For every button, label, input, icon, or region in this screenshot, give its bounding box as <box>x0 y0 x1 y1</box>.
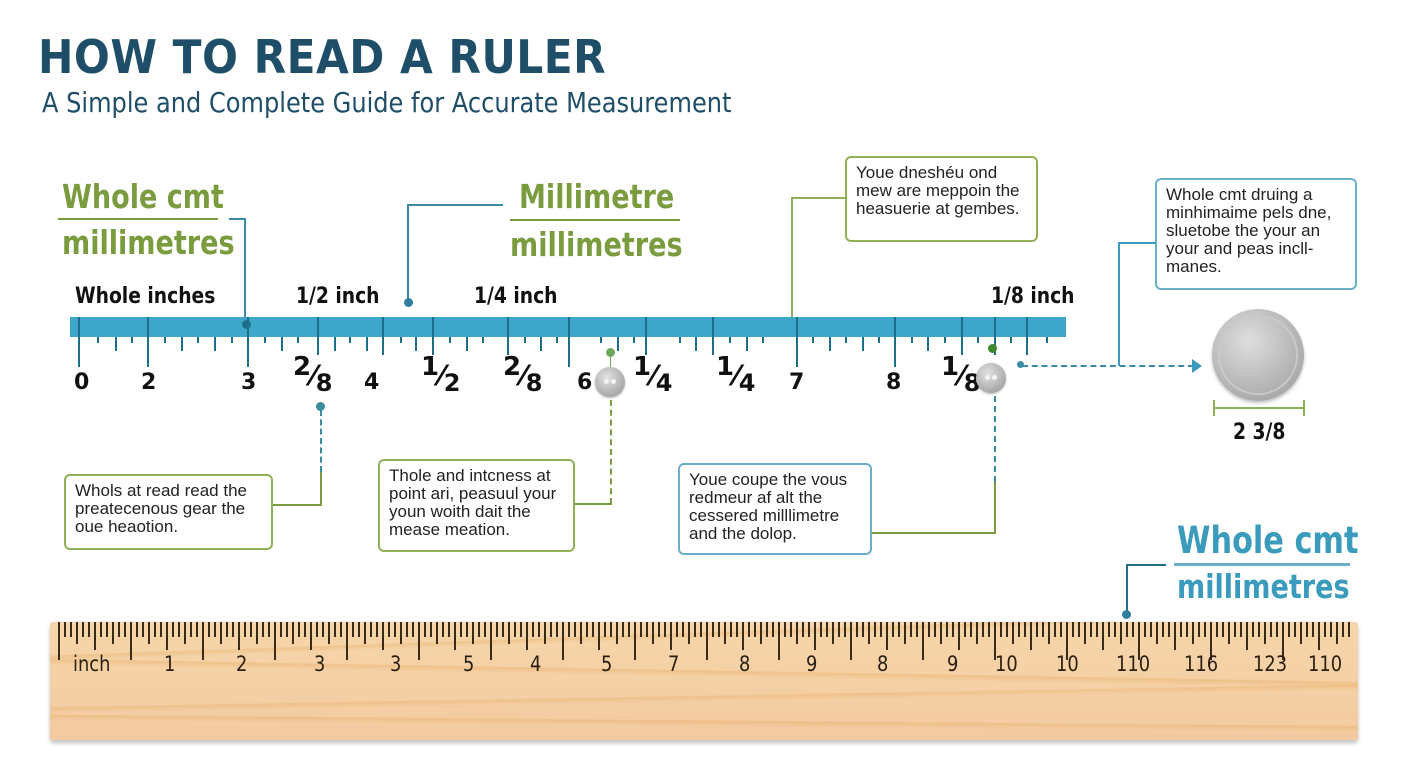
wooden-ruler-number: 123 <box>1253 652 1288 676</box>
connector-left-vertical <box>244 218 246 326</box>
connector-right-dot <box>1122 610 1131 619</box>
note-bottom-center: Thole and intcness at point ari, peasuul… <box>378 459 575 552</box>
connector-solid <box>320 472 322 505</box>
fraction-2-8-b: 2⁄8 <box>503 352 543 397</box>
connector-note-top-center-vertical <box>791 197 793 323</box>
note-top-right: Whole cmt druing a minhimaime pels dne, … <box>1155 178 1357 290</box>
wooden-ruler-number: 7 <box>668 652 680 676</box>
connector-dot <box>316 402 325 411</box>
connector-center <box>407 204 503 206</box>
wooden-ruler-number: 9 <box>947 652 959 676</box>
coin-measure-end-left <box>1213 400 1215 416</box>
button-icon <box>595 367 625 397</box>
button-marker-line <box>610 355 611 367</box>
connector-note-top-right-vertical <box>1118 242 1120 366</box>
coin-measurement: 2 3/8 <box>1233 420 1286 445</box>
heading-left-divider <box>58 218 218 220</box>
fraction-1-4-a: 1⁄4 <box>633 352 673 397</box>
heading-right-top: Whole cmt <box>1177 519 1359 562</box>
arrowhead-icon <box>1192 359 1202 373</box>
ruler-number-2: 2 <box>141 370 157 395</box>
wooden-ruler-number: 9 <box>806 652 818 676</box>
coin-measure-line <box>1213 407 1305 409</box>
ruler-number-3: 3 <box>241 370 257 395</box>
connector-dashed <box>610 400 612 504</box>
wooden-ruler-unit: inch <box>73 652 111 676</box>
wooden-ruler-number: 116 <box>1184 652 1219 676</box>
heading-center-bottom: millimetres <box>510 225 683 264</box>
connector-horizontal <box>575 503 612 505</box>
note-bottom-right: Youe coupe the vous redmeur af alt the c… <box>678 463 872 555</box>
heading-left-bottom: millimetres <box>62 223 235 262</box>
connector-solid <box>994 482 996 533</box>
top-ruler-ticks <box>70 317 1066 377</box>
label-eighth-inch: 1/8 inch <box>991 284 1075 309</box>
arrow-start-dot <box>1017 361 1024 368</box>
ruler-number-8: 8 <box>886 370 902 395</box>
fraction-1-8: 1⁄8 <box>941 352 981 397</box>
button-marker-dot <box>606 348 615 357</box>
label-half-inch: 1/2 inch <box>296 284 380 309</box>
wooden-ruler-number: 2 <box>236 652 248 676</box>
coin-icon <box>1212 309 1304 401</box>
page-subtitle: A Simple and Complete Guide for Accurate… <box>42 86 732 119</box>
heading-center-top: Millimetre <box>519 177 675 216</box>
connector-horizontal <box>273 504 322 506</box>
wooden-ruler-number: 10 <box>1056 652 1079 676</box>
connector-right <box>1126 564 1166 566</box>
note-top-center: Youe dneshéu ond mew are meppoin the hea… <box>845 156 1038 242</box>
note-bottom-left: Whols at read read the preatecenous gear… <box>64 474 273 550</box>
bar-marker-dot <box>242 320 251 329</box>
connector-dashed <box>994 396 996 482</box>
ruler-number-6: 6 <box>577 370 593 395</box>
connector-center-dot <box>404 298 413 307</box>
button-icon <box>976 363 1006 393</box>
connector-dashed <box>320 410 322 472</box>
heading-center-divider <box>510 219 680 221</box>
page-title: HOW TO READ A RULER <box>38 30 607 84</box>
wooden-ruler-number: 1 <box>164 652 176 676</box>
wooden-ruler-number: 8 <box>739 652 751 676</box>
wooden-ruler: inch 1 2 3 3 5 4 5 7 8 9 8 9 10 10 110 1… <box>50 622 1358 740</box>
wooden-ruler-number: 4 <box>530 652 542 676</box>
fraction-1-2: 1⁄2 <box>421 352 461 397</box>
fraction-2-8-a: 2⁄8 <box>293 352 333 397</box>
ruler-number-4: 4 <box>364 370 380 395</box>
wooden-ruler-number: 3 <box>390 652 402 676</box>
connector-note-top-right <box>1118 242 1156 244</box>
label-whole-inches: Whole inches <box>75 284 216 309</box>
connector-right-vertical <box>1126 564 1128 614</box>
heading-right-bottom: millimetres <box>1177 567 1350 606</box>
wooden-ruler-number: 10 <box>995 652 1018 676</box>
wooden-ruler-number: 110 <box>1308 652 1343 676</box>
wooden-ruler-number: 5 <box>601 652 613 676</box>
label-quarter-inch: 1/4 inch <box>474 284 558 309</box>
wooden-ruler-number: 3 <box>314 652 326 676</box>
connector-center-vertical <box>407 204 409 300</box>
connector-left <box>229 218 245 220</box>
wooden-ruler-number: 8 <box>877 652 889 676</box>
wooden-ruler-number: 5 <box>463 652 475 676</box>
coin-measure-end-right <box>1303 400 1305 416</box>
ruler-number-7: 7 <box>789 370 805 395</box>
ruler-number-0: 0 <box>74 370 90 395</box>
fraction-1-4-b: 1⁄4 <box>716 352 756 397</box>
connector-note-top-center <box>791 197 846 199</box>
heading-left-top: Whole cmt <box>62 177 224 216</box>
connector-horizontal <box>872 532 996 534</box>
arrow-to-coin <box>1022 365 1194 367</box>
wooden-ruler-number: 110 <box>1116 652 1151 676</box>
heading-right-divider <box>1174 563 1350 566</box>
button-marker-dot <box>988 344 997 353</box>
